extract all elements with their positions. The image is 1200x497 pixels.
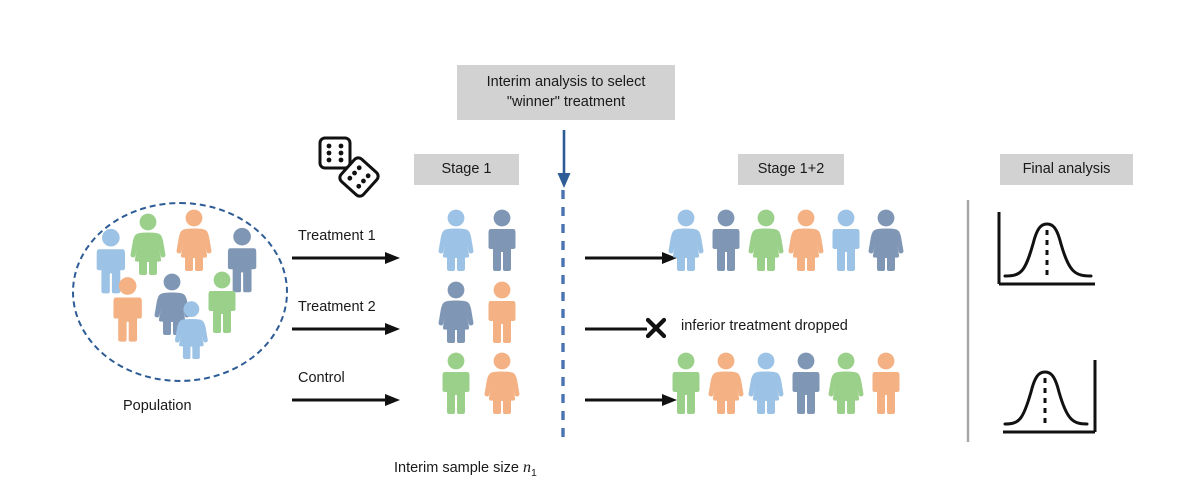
caption-prefix: Interim sample size xyxy=(394,460,523,476)
population-label: Population xyxy=(123,398,192,414)
normal-distribution-icon-bottom xyxy=(995,358,1103,440)
stage12-header-box: Stage 1+2 xyxy=(738,154,844,185)
stage1-treatment-2-people xyxy=(432,281,542,348)
interim-cut-dashed-line xyxy=(556,190,570,442)
arm-label-control: Control xyxy=(298,370,345,386)
dropped-arm-arrow xyxy=(585,321,663,337)
final-analysis-divider xyxy=(965,200,971,442)
right-arrow-icon-control xyxy=(292,392,402,408)
caption-symbol: n xyxy=(522,459,531,476)
arm-label-treatment-2: Treatment 2 xyxy=(298,299,376,315)
population-ellipse xyxy=(72,202,288,382)
caption-subscript: 1 xyxy=(530,467,537,480)
stage12-treatment-1-people xyxy=(664,209,914,276)
cross-icon xyxy=(644,316,668,340)
arm-label-treatment-1: Treatment 1 xyxy=(298,228,376,244)
right-arrow-icon-treatment-2 xyxy=(292,321,402,337)
stage1-control-people xyxy=(432,352,542,419)
right-arrow-icon-stage2-control xyxy=(585,392,679,408)
dropped-treatment-label: inferior treatment dropped xyxy=(681,318,848,334)
right-arrow-icon-stage2-treatment-1 xyxy=(585,250,679,266)
right-arrow-icon-treatment-1 xyxy=(292,250,402,266)
interim-analysis-box: Interim analysis to select "winner" trea… xyxy=(457,65,675,120)
stage1-treatment-1-people xyxy=(432,209,542,276)
stage12-control-people xyxy=(664,352,914,419)
normal-distribution-icon-top xyxy=(995,210,1103,292)
dice-icon xyxy=(318,136,380,198)
stage1-header-box: Stage 1 xyxy=(414,154,519,185)
down-arrow-icon xyxy=(550,130,580,192)
final-analysis-header-box: Final analysis xyxy=(1000,154,1133,185)
interim-sample-size-caption: Interim sample size n1 xyxy=(394,459,537,479)
